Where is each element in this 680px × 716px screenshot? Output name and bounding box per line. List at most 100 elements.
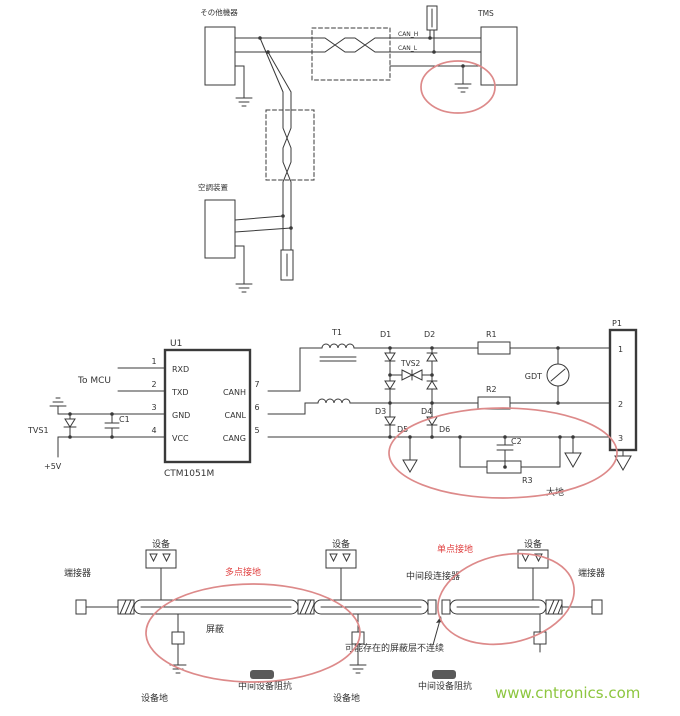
topology-labels: その他機器 TMS CAN_H CAN_L 空調装置 — [198, 7, 494, 192]
shield-discontinuity-label: 可能存在的屏蔽层不连续 — [345, 642, 444, 654]
c2-label: C2 — [511, 437, 522, 446]
pin-cang: CANG — [223, 434, 246, 443]
can-l-label: CAN_L — [398, 45, 418, 52]
d6-diode — [426, 402, 438, 438]
ground-symbol-left-bottom — [235, 283, 253, 293]
mid-segment-connector-label: 中间段连接器 — [406, 570, 460, 582]
ground-symbol-right — [454, 83, 472, 93]
pin-number-3: 3 — [151, 403, 156, 412]
cable-topology-diagram: その他機器 TMS CAN_H CAN_L 空調装置 — [198, 5, 518, 293]
device-label-2: 设备 — [332, 538, 350, 550]
ground-network: C2 R3 大地 — [267, 435, 611, 498]
terminator-block-left — [75, 599, 87, 615]
highlight-ellipse-singlepoint — [437, 552, 575, 646]
gdt-label: GDT — [525, 372, 542, 381]
p1-pin-1: 1 — [618, 345, 623, 354]
pin-number-1: 1 — [151, 357, 156, 366]
pin-canl: CANL — [225, 411, 247, 420]
highlight-ellipse-earth-network — [388, 407, 618, 499]
pin-number-6: 6 — [254, 403, 259, 412]
pin-number-5: 5 — [254, 426, 259, 435]
ground-drop-right — [533, 613, 547, 653]
p1-pin-2: 2 — [618, 400, 623, 409]
bus-grounding-diagram: 设备 设备 设备 端接器 端接器 多点接地 单点接地 中间段连接器 屏蔽 可能存… — [64, 538, 640, 704]
pin-txd: TXD — [171, 388, 189, 397]
r1-resistor — [477, 341, 511, 355]
tvs1-label: TVS1 — [27, 426, 49, 435]
pin-number-7: 7 — [254, 380, 259, 389]
terminator-label-left: 端接器 — [64, 567, 91, 579]
impedance-block-2 — [432, 670, 456, 679]
ground-symbol-1 — [169, 664, 187, 674]
d5-label: D5 — [397, 425, 408, 434]
d2-diode — [426, 347, 438, 376]
plus5v-label: +5V — [44, 462, 62, 471]
pin-canh: CANH — [223, 388, 246, 397]
highlight-ellipse-multipoint — [145, 583, 361, 683]
p1-pin-3: 3 — [618, 434, 623, 443]
tvs2-symbol — [389, 369, 433, 381]
t1-choke: T1 — [267, 328, 479, 415]
other-equipment-box — [204, 26, 236, 86]
r2-label: R2 — [486, 385, 497, 394]
series-resistors: R1 R2 — [477, 330, 611, 410]
shielded-bus — [75, 599, 603, 615]
vertical-twisted-pair — [259, 37, 315, 251]
hatched-connector-left — [117, 599, 135, 615]
other-equipment-label: その他機器 — [200, 7, 238, 17]
device-label-3: 设备 — [524, 538, 542, 550]
impedance-block-1 — [250, 670, 274, 679]
pin-number-2: 2 — [151, 380, 156, 389]
earth-label: 大地 — [546, 486, 564, 498]
pin-vcc: VCC — [172, 434, 189, 443]
ac-device-wiring — [234, 215, 292, 293]
device-box-2 — [325, 549, 357, 601]
tvs2-label: TVS2 — [400, 359, 420, 368]
tms-label: TMS — [477, 9, 494, 18]
device-nodes — [145, 549, 549, 601]
hatched-connector-right — [545, 599, 563, 615]
shield-label: 屏蔽 — [206, 623, 224, 635]
d5-diode — [384, 402, 396, 438]
device-ground-label-1: 设备地 — [141, 692, 168, 704]
p1-connector: P1 1 2 3 — [608, 319, 638, 472]
tms-box — [480, 26, 518, 86]
single-point-ground-label: 单点接地 — [437, 543, 473, 555]
segment-connector-a — [427, 599, 437, 615]
device-label-1: 设备 — [152, 538, 170, 550]
ac-device-box — [204, 199, 236, 259]
t1-label: T1 — [331, 328, 342, 337]
r1-label: R1 — [486, 330, 497, 339]
terminator-label-right: 端接器 — [578, 567, 605, 579]
pin-rxd: RXD — [172, 365, 189, 374]
r3-label: R3 — [522, 476, 533, 485]
tvs1-diode: TVS1 — [27, 413, 77, 438]
device-ground-label-2: 设备地 — [333, 692, 360, 704]
d1-diode — [384, 347, 396, 376]
shield-boundary-vertical — [265, 109, 315, 181]
device-box-1 — [145, 549, 177, 601]
earth-arrow-left — [402, 436, 418, 473]
mid-device-impedance-label-1: 中间设备阻抗 — [238, 680, 292, 692]
horizontal-twisted-pair — [234, 27, 482, 85]
pin-gnd: GND — [172, 411, 190, 420]
d3-label: D3 — [375, 407, 386, 416]
chip-u1: U1 CTM1051M RXD TXD GND VCC CANH CANL CA… — [151, 339, 259, 479]
terminator-top — [426, 5, 438, 53]
p1-label: P1 — [612, 319, 622, 328]
ground-symbol-vcc — [49, 397, 67, 415]
d6-label: D6 — [439, 425, 450, 434]
u1-label: U1 — [170, 339, 182, 349]
can-h-label: CAN_H — [398, 31, 418, 38]
d4-diode — [426, 374, 438, 404]
d1-label: D1 — [380, 330, 391, 339]
node-boxes — [204, 26, 518, 259]
pin-number-4: 4 — [151, 426, 156, 435]
ground-symbol-left-top — [234, 65, 253, 107]
bus-labels: 设备 设备 设备 端接器 端接器 多点接地 单点接地 中间段连接器 屏蔽 可能存… — [64, 538, 605, 704]
c1-label: C1 — [119, 415, 130, 424]
c2-capacitor: C2 — [496, 436, 522, 468]
d3-diode — [384, 374, 396, 404]
r3-resistor — [486, 460, 522, 474]
